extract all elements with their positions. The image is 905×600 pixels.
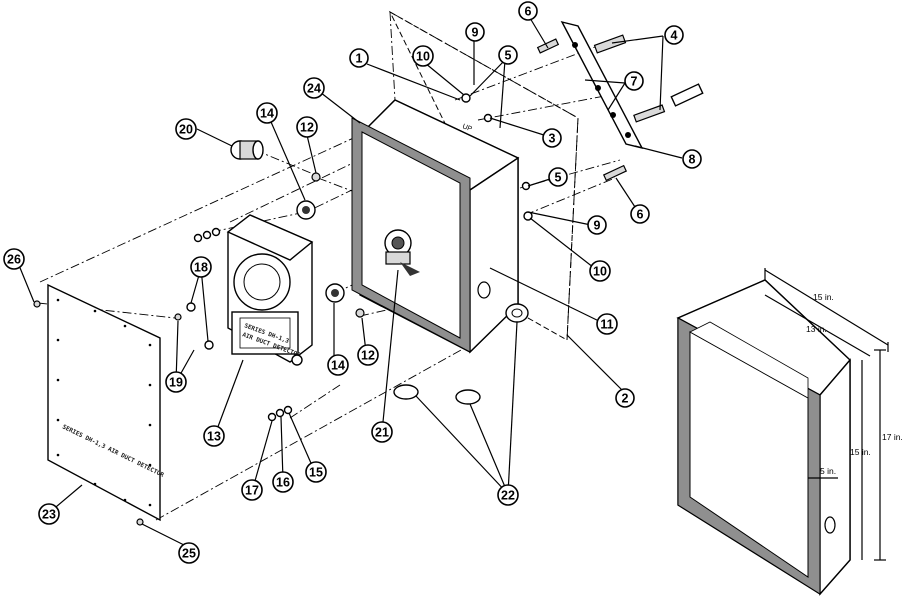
callout-c21: 21 — [371, 421, 393, 443]
callout-c7: 7 — [624, 71, 644, 91]
callout-c12b: 12 — [357, 344, 379, 366]
svg-text:21: 21 — [375, 426, 389, 440]
svg-text:9: 9 — [472, 26, 479, 40]
callout-c8: 8 — [682, 149, 702, 169]
inlet-plug — [230, 140, 264, 160]
adjustment-knobs — [296, 200, 345, 303]
callout-c5b: 5 — [548, 167, 568, 187]
svg-text:23: 23 — [42, 508, 56, 522]
svg-text:19: 19 — [169, 376, 183, 390]
svg-text:5: 5 — [505, 49, 512, 63]
callout-c3: 3 — [542, 128, 562, 148]
svg-text:16: 16 — [276, 476, 290, 490]
callout-c13: 13 — [203, 425, 225, 447]
svg-text:4: 4 — [671, 29, 678, 43]
svg-text:26: 26 — [7, 253, 21, 267]
callout-c14a: 14 — [256, 102, 278, 124]
svg-text:10: 10 — [593, 265, 607, 279]
callout-c22: 22 — [497, 484, 519, 506]
svg-text:3: 3 — [549, 132, 556, 146]
dim-height-inner: 15 in. — [850, 447, 871, 457]
callout-c6a: 6 — [518, 1, 538, 21]
up-mark: UP — [461, 123, 473, 133]
callout-c23: 23 — [38, 503, 60, 525]
svg-text:6: 6 — [637, 208, 644, 222]
gasket-frame — [351, 117, 471, 353]
dim-width-outer: 15 in. — [813, 292, 834, 302]
callout-c9a: 9 — [465, 22, 485, 42]
svg-text:10: 10 — [416, 50, 430, 64]
svg-text:5: 5 — [555, 171, 562, 185]
small-screws — [33, 172, 365, 526]
svg-text:8: 8 — [689, 153, 696, 167]
svg-text:22: 22 — [501, 489, 515, 503]
callout-c26: 26 — [3, 248, 25, 270]
svg-text:7: 7 — [631, 75, 638, 89]
hole-plugs — [393, 303, 529, 405]
detector-housing: SERIES DH-1,3 AIR DUCT DETECTOR — [226, 214, 314, 366]
svg-text:11: 11 — [600, 318, 613, 332]
callout-c14b: 14 — [327, 354, 349, 376]
dim-depth: 5 in. — [820, 466, 836, 476]
callout-c15: 15 — [305, 461, 327, 483]
svg-text:6: 6 — [525, 5, 532, 19]
svg-text:25: 25 — [182, 547, 196, 561]
callout-c18: 18 — [190, 256, 212, 278]
callout-c19: 19 — [165, 371, 187, 393]
callout-c4: 4 — [664, 25, 684, 45]
svg-text:2: 2 — [622, 392, 629, 406]
dim-width-inner: 13 in. — [806, 324, 827, 334]
front-cover: SERIES DH-1,3 AIR DUCT DETECTOR — [47, 283, 165, 522]
callout-c10b: 10 — [589, 260, 611, 282]
callout-c16: 16 — [272, 471, 294, 493]
svg-text:14: 14 — [260, 107, 274, 121]
callout-c9b: 9 — [587, 215, 607, 235]
svg-text:24: 24 — [307, 82, 321, 96]
callout-c2: 2 — [615, 388, 635, 408]
svg-text:17: 17 — [245, 484, 259, 498]
callout-c11: 11 — [596, 313, 618, 335]
callout-leaders — [15, 17, 683, 550]
callout-c12a: 12 — [296, 116, 318, 138]
enclosure-dimension-inset: 15 in. 13 in. 17 in. 15 in. 5 in. — [676, 268, 903, 596]
callout-c17: 17 — [241, 479, 263, 501]
callout-c1: 1 — [349, 48, 369, 68]
callout-c20: 20 — [175, 118, 197, 140]
svg-text:15: 15 — [309, 466, 323, 480]
svg-text:18: 18 — [194, 261, 208, 275]
svg-text:9: 9 — [594, 219, 601, 233]
sampling-fitting — [384, 229, 420, 276]
callout-c10a: 10 — [412, 45, 434, 67]
callout-c24: 24 — [303, 77, 325, 99]
callout-c5a: 5 — [498, 45, 518, 65]
svg-text:12: 12 — [300, 121, 314, 135]
svg-text:20: 20 — [179, 123, 193, 137]
svg-text:12: 12 — [361, 349, 375, 363]
dim-height-outer: 17 in. — [882, 432, 903, 442]
svg-text:1: 1 — [356, 52, 363, 66]
svg-text:14: 14 — [331, 359, 345, 373]
svg-text:13: 13 — [207, 430, 221, 444]
callout-c6b: 6 — [630, 204, 650, 224]
callout-c25: 25 — [178, 542, 200, 564]
